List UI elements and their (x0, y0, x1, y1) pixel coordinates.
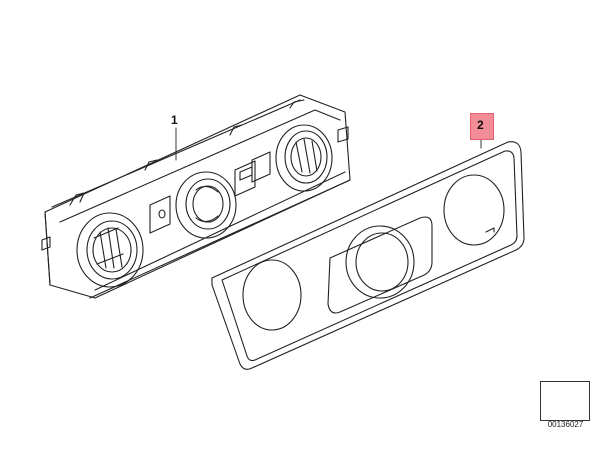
control-buttons (149, 151, 271, 234)
callout-part-2: 2 (477, 118, 484, 132)
center-frame (327, 216, 433, 314)
left-knob (76, 212, 144, 288)
control-unit-part-1 (41, 94, 351, 299)
callout-highlight-box (470, 113, 494, 140)
right-knob (275, 124, 333, 192)
reference-symbol-box (540, 381, 590, 421)
callout-part-1: 1 (171, 113, 178, 127)
right-opening (443, 174, 505, 246)
trim-panel-part-2 (211, 141, 525, 370)
center-opening (355, 232, 409, 292)
center-knob (175, 171, 237, 239)
left-opening (242, 259, 302, 331)
reference-number: 00136027 (547, 420, 584, 429)
